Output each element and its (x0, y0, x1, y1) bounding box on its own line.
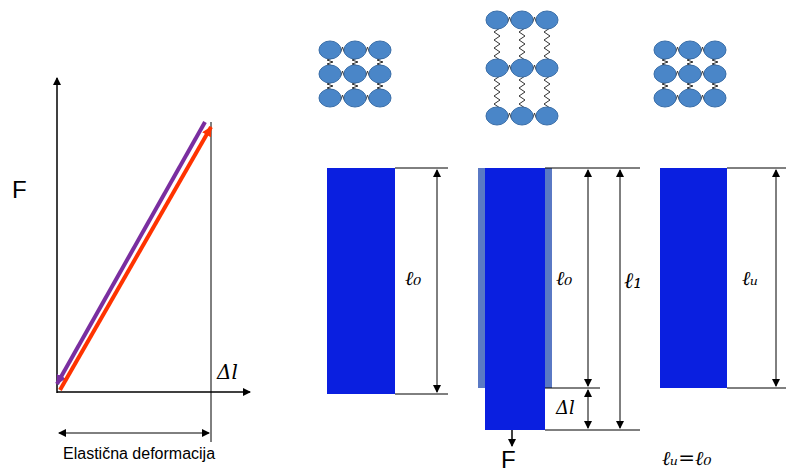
atom (486, 59, 508, 77)
atom (536, 59, 558, 77)
atom-lattice (319, 11, 726, 125)
atom (654, 89, 676, 107)
text-label: ℓᵤ (742, 268, 758, 288)
atom (486, 107, 508, 125)
specimen-unloaded (660, 168, 727, 388)
unloading-line (57, 122, 205, 384)
atom (654, 41, 676, 59)
atom (511, 59, 533, 77)
atom (369, 41, 391, 59)
dimension-lines (395, 168, 786, 430)
atom (704, 41, 726, 59)
atom (679, 41, 701, 59)
loading-line (60, 127, 211, 390)
atom (704, 65, 726, 83)
atom (369, 89, 391, 107)
atom (536, 11, 558, 29)
atom (704, 89, 726, 107)
atom (319, 65, 341, 83)
text-label: Δl (556, 399, 575, 417)
atom (344, 41, 366, 59)
atom (511, 107, 533, 125)
text-label: F (12, 178, 27, 202)
text-label: F (501, 448, 516, 472)
atom (679, 65, 701, 83)
atom (319, 89, 341, 107)
atom (344, 65, 366, 83)
text-label: ℓ₀ (556, 268, 572, 288)
specimen (327, 168, 395, 394)
graph-axes (57, 78, 250, 442)
atom (344, 89, 366, 107)
atom (536, 107, 558, 125)
atom (486, 11, 508, 29)
atom (654, 65, 676, 83)
atom (679, 89, 701, 107)
text-label: ℓᵤ=ℓ₀ (662, 448, 711, 468)
atom (511, 11, 533, 29)
text-label: Elastična deformacija (63, 446, 215, 462)
atom (319, 41, 341, 59)
specimen-stretched (485, 168, 545, 430)
text-label: Δl (217, 362, 238, 382)
atom (369, 65, 391, 83)
force-arrow (511, 430, 513, 446)
text-label: ℓ₀ (405, 268, 421, 288)
text-label: ℓ₁ (624, 270, 642, 292)
